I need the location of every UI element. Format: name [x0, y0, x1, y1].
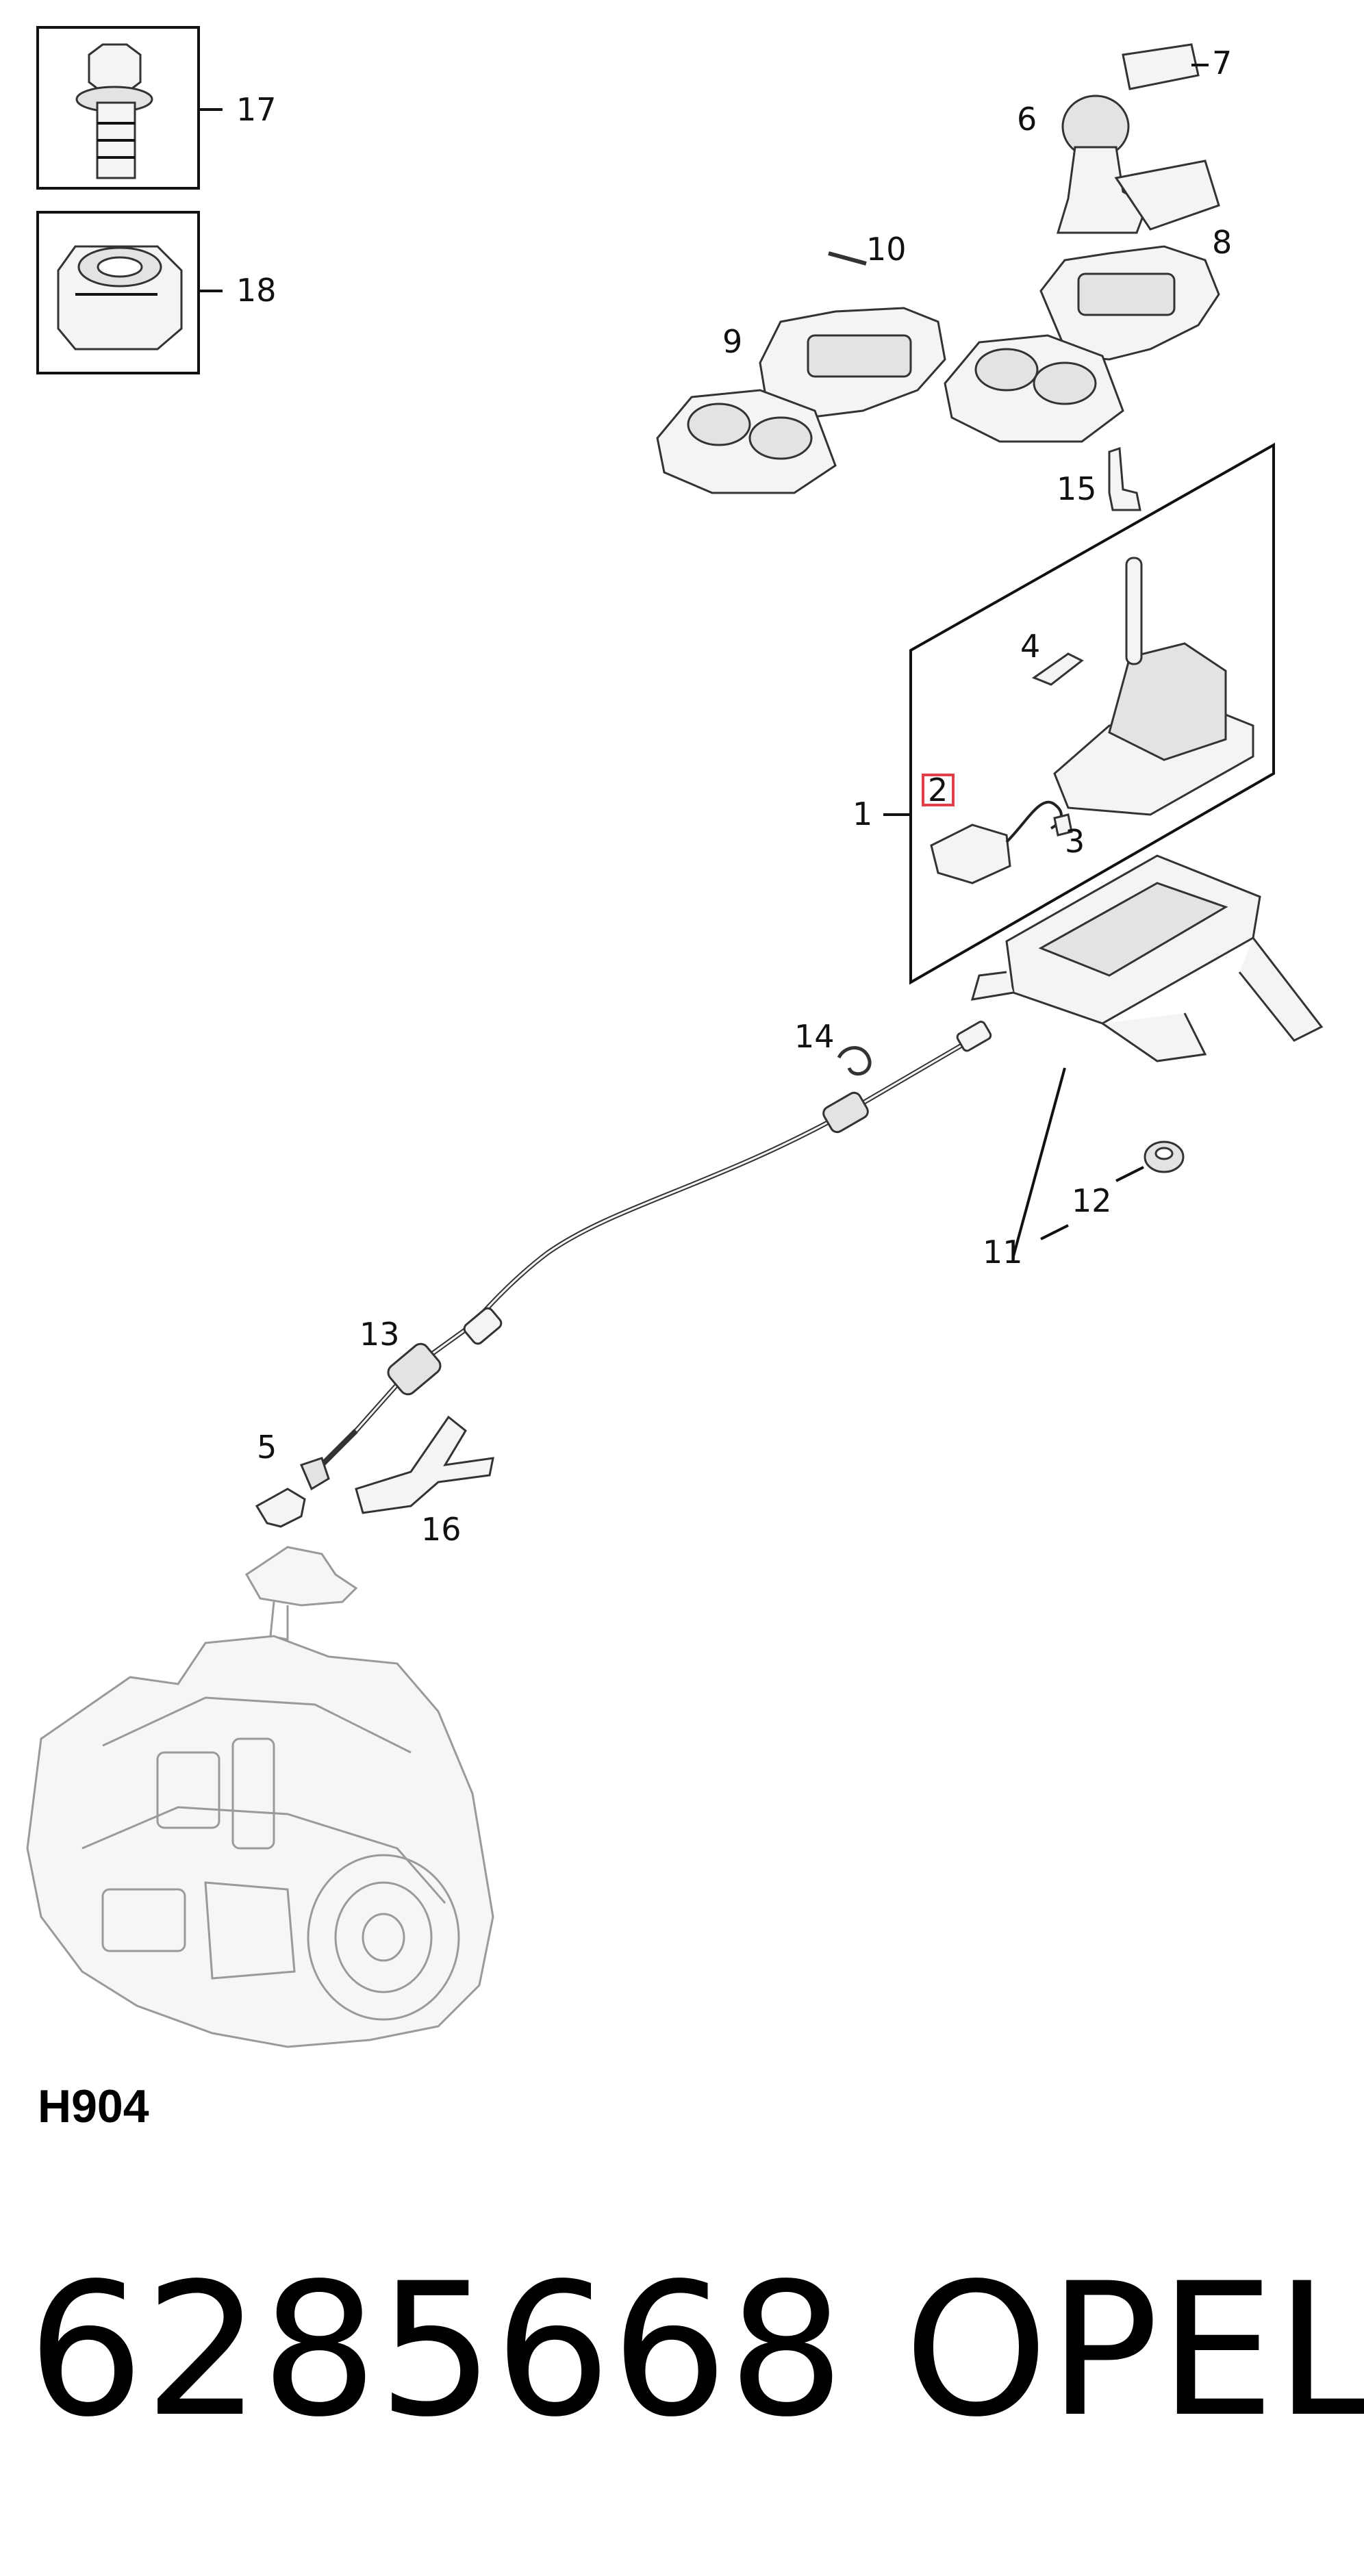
leader-11 — [1012, 1067, 1066, 1257]
callout-14: 14 — [794, 1018, 835, 1055]
part-16-bracket — [355, 1415, 494, 1514]
callout-5: 5 — [257, 1429, 277, 1466]
part-8-console-cover — [944, 245, 1220, 443]
inset-17-bolt — [36, 26, 223, 190]
callout-17: 17 — [236, 91, 277, 128]
callout-13: 13 — [359, 1316, 400, 1353]
callout-10: 10 — [866, 231, 907, 268]
part-14-clip — [837, 1046, 872, 1076]
callout-16: 16 — [421, 1511, 462, 1548]
part-9-console-cover-alt — [656, 307, 946, 494]
part-13-shift-cable — [320, 1021, 992, 1467]
part-1-shifter-mechanism — [1053, 557, 1254, 816]
brand-name: OPEL — [904, 2244, 1364, 2458]
callout-11: 11 — [983, 1234, 1023, 1271]
part-7-knob-insert — [1122, 43, 1209, 90]
callout-4: 4 — [1020, 628, 1040, 665]
part-15-clip — [1108, 446, 1141, 511]
part-number: 6285668 — [27, 2244, 845, 2458]
callout-2-highlight-box — [922, 774, 955, 806]
callout-3: 3 — [1065, 823, 1085, 860]
assembly-box-1 — [883, 442, 1275, 985]
callout-7: 7 — [1212, 44, 1232, 81]
callout-15: 15 — [1057, 470, 1097, 507]
callout-18: 18 — [236, 272, 277, 309]
callout-1: 1 — [852, 795, 872, 832]
part-6-shift-knob — [1056, 94, 1220, 234]
parts-diagram: 17 18 7 6 8 10 9 — [26, 26, 1324, 2132]
part-5-cable-end — [255, 1457, 330, 1528]
callout-12: 12 — [1072, 1182, 1112, 1219]
part-10-trim-strip — [828, 251, 867, 266]
transmission-ghost-illustration — [26, 1546, 494, 2048]
callout-2: 2 — [928, 771, 948, 808]
callout-8: 8 — [1212, 224, 1232, 261]
inset-18-nut — [36, 211, 223, 374]
part-12-grommet — [1040, 1140, 1185, 1240]
callout-9: 9 — [722, 323, 742, 360]
part-3-clip — [1053, 813, 1073, 837]
part-11-shifter-base — [970, 854, 1324, 1062]
part-4-bracket — [1031, 652, 1084, 686]
diagram-code: H904 — [38, 2080, 149, 2132]
callout-6: 6 — [1017, 101, 1037, 138]
